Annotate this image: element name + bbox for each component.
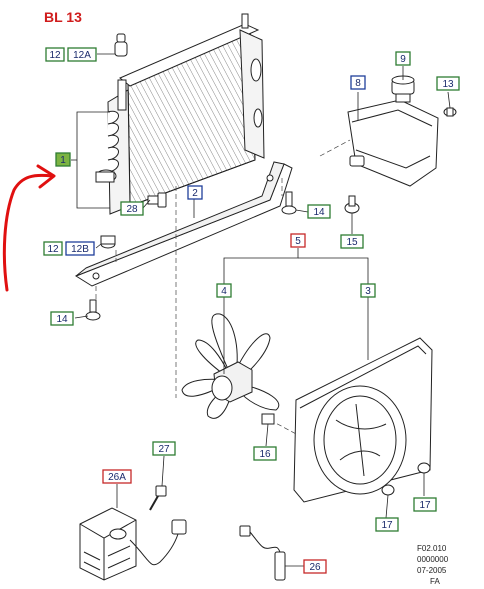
- callout-5: 5: [290, 233, 306, 248]
- svg-text:14: 14: [56, 314, 68, 325]
- callout-17-right: 17: [413, 497, 437, 512]
- callout-27: 27: [152, 441, 176, 456]
- callout-9: 9: [395, 51, 411, 66]
- svg-text:FA: FA: [430, 577, 440, 586]
- callout-3: 3: [360, 283, 376, 298]
- svg-text:07-2005: 07-2005: [417, 566, 447, 575]
- svg-text:17: 17: [381, 520, 393, 531]
- svg-text:13: 13: [442, 79, 454, 90]
- callout-14-lower: 14: [50, 311, 74, 326]
- expansion-tank: [344, 75, 457, 214]
- callout-4: 4: [216, 283, 232, 298]
- svg-text:17: 17: [419, 500, 431, 511]
- svg-text:12: 12: [47, 244, 59, 255]
- callout-8: 8: [350, 75, 366, 90]
- annotation-arrow: [2, 164, 56, 292]
- bolt-28: [147, 192, 167, 208]
- svg-text:28: 28: [126, 204, 138, 215]
- svg-text:1: 1: [60, 155, 66, 166]
- fan-shroud: [261, 337, 433, 503]
- callout-26: 26: [303, 559, 327, 574]
- svg-text:26: 26: [309, 562, 321, 573]
- bracket-1: [71, 111, 110, 209]
- callout-13: 13: [436, 76, 460, 91]
- svg-text:27: 27: [158, 444, 170, 455]
- svg-text:16: 16: [259, 449, 271, 460]
- radiator: [95, 13, 265, 249]
- svg-text:12B: 12B: [71, 244, 89, 255]
- footer-info: F02.010 0000000 07-2005 FA: [417, 544, 449, 586]
- callout-2: 2: [187, 185, 203, 200]
- callout-12-lower: 12: [43, 241, 63, 256]
- svg-text:8: 8: [355, 78, 361, 89]
- svg-text:26A: 26A: [108, 472, 126, 483]
- svg-text:3: 3: [365, 286, 371, 297]
- callout-28: 28: [120, 201, 144, 216]
- callout-14-upper: 14: [307, 204, 331, 219]
- svg-text:4: 4: [221, 286, 227, 297]
- sheet-title: BL 13: [44, 9, 82, 25]
- fan: [181, 313, 280, 419]
- callout-17-lower: 17: [375, 517, 399, 532]
- cross-member: [74, 161, 293, 287]
- bolt-14-upper: [281, 191, 297, 215]
- callout-12: 12: [45, 47, 65, 62]
- callout-26a: 26A: [102, 469, 132, 484]
- callout-12a: 12A: [67, 47, 97, 62]
- tree-5: [223, 248, 369, 374]
- callout-16: 16: [253, 446, 277, 461]
- svg-text:12: 12: [49, 50, 61, 61]
- svg-text:15: 15: [346, 237, 358, 248]
- bolt-14-lower: [85, 299, 101, 321]
- svg-text:F02.010: F02.010: [417, 544, 447, 553]
- svg-text:5: 5: [295, 236, 301, 247]
- svg-text:9: 9: [400, 54, 406, 65]
- callout-12b: 12B: [65, 241, 95, 256]
- sensor-26: [239, 525, 286, 581]
- callout-15: 15: [340, 234, 364, 249]
- resistor-26a: [79, 485, 187, 581]
- svg-text:2: 2: [192, 188, 198, 199]
- svg-text:12A: 12A: [73, 50, 91, 61]
- leader-lines: [74, 53, 451, 567]
- svg-text:0000000: 0000000: [417, 555, 449, 564]
- svg-text:14: 14: [313, 207, 325, 218]
- callout-1: 1: [55, 152, 71, 167]
